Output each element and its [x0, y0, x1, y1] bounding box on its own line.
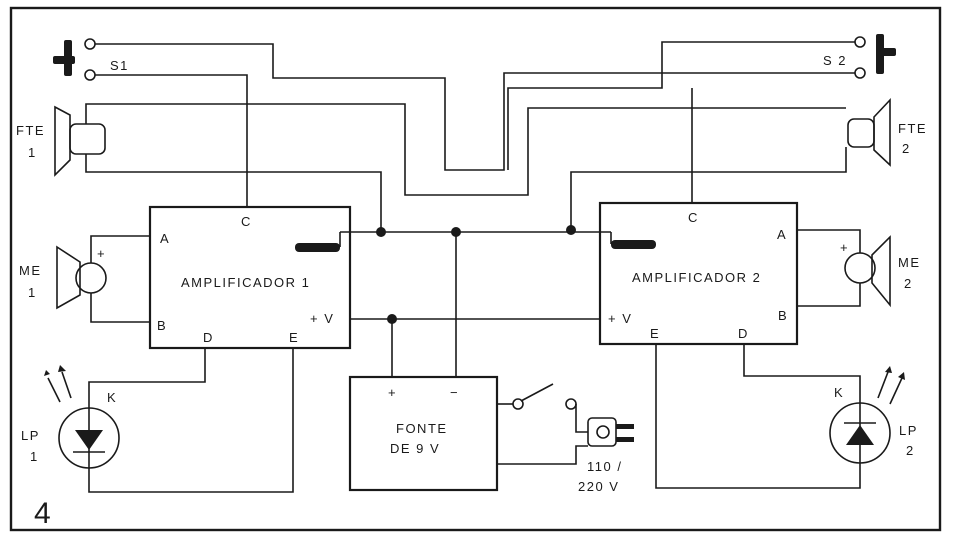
lamp-lp1-number: 1: [30, 449, 39, 464]
amplifier-2-pin-e: E: [650, 326, 660, 341]
speaker-fte1-number: 1: [28, 145, 37, 160]
power-supply-title-line2: DE 9 V: [390, 441, 440, 456]
microphone-me1-number: 1: [28, 285, 37, 300]
speaker-fte1-label: FTE: [16, 123, 45, 138]
speaker-fte2-label: FTE: [898, 121, 927, 136]
lamp-lp1-label: LP: [21, 428, 40, 443]
amplifier-2-pin-c: C: [688, 210, 699, 225]
power-supply-minus: −: [450, 385, 459, 400]
mains-voltage-line2: 220 V: [578, 479, 619, 494]
mains-switch-icon: [512, 383, 577, 410]
lamp-lp1-icon: [44, 365, 120, 469]
amplifier-2-title: AMPLIFICADOR 2: [632, 270, 761, 285]
lamp-lp2-cathode: K: [834, 385, 844, 400]
diagram-frame: [9, 6, 942, 532]
amplifier-1-title: AMPLIFICADOR 1: [181, 275, 310, 290]
speaker-fte2-icon: [847, 97, 891, 167]
amplifier-2-pin-b: B: [778, 308, 788, 323]
mains-voltage-line1: 110 /: [587, 459, 622, 474]
microphone-me2-icon: [844, 235, 891, 308]
mains-plug-icon: [587, 417, 634, 447]
amplifier-1-pin-b: B: [157, 318, 167, 333]
figure-number: 4: [34, 497, 51, 530]
power-supply-plus: +: [388, 385, 397, 400]
amplifier-1-ground-bar: [295, 243, 340, 252]
microphone-me1-label: ME: [19, 263, 42, 278]
wiring: [85, 41, 861, 493]
microphone-me1-plus: +: [97, 246, 106, 261]
switch-s1-label: S1: [110, 58, 129, 73]
lamp-lp1-cathode: K: [107, 390, 117, 405]
amplifier-1-box: [148, 205, 352, 350]
amplifier-1-pin-e: E: [289, 330, 299, 345]
lamp-lp2-number: 2: [906, 443, 915, 458]
microphone-me2-number: 2: [904, 276, 913, 291]
switch-s2: [854, 34, 896, 79]
power-supply-box: [348, 375, 499, 492]
amplifier-2-ground-bar: [611, 240, 656, 249]
amplifier-1-pin-d: D: [203, 330, 214, 345]
lamp-lp2-icon: [829, 366, 905, 464]
speaker-fte2-number: 2: [902, 141, 911, 156]
microphone-me2-label: ME: [898, 255, 921, 270]
amplifier-1-pin-c: C: [241, 214, 252, 229]
amplifier-1-pin-a: A: [160, 231, 170, 246]
power-supply-title-line1: FONTE: [396, 421, 448, 436]
junction-dots: [376, 225, 576, 324]
speaker-fte1-icon: [54, 105, 106, 177]
switch-s2-label: S 2: [823, 53, 847, 68]
amplifier-2-box: [598, 201, 799, 346]
microphone-me2-plus: +: [840, 240, 849, 255]
amplifier-2-pin-d: D: [738, 326, 749, 341]
lamp-lp2-label: LP: [899, 423, 918, 438]
switch-s1: [53, 38, 96, 81]
amplifier-1-pin-v: + V: [310, 311, 334, 326]
amplifier-2-pin-a: A: [777, 227, 787, 242]
amplifier-2-pin-v: + V: [608, 311, 632, 326]
